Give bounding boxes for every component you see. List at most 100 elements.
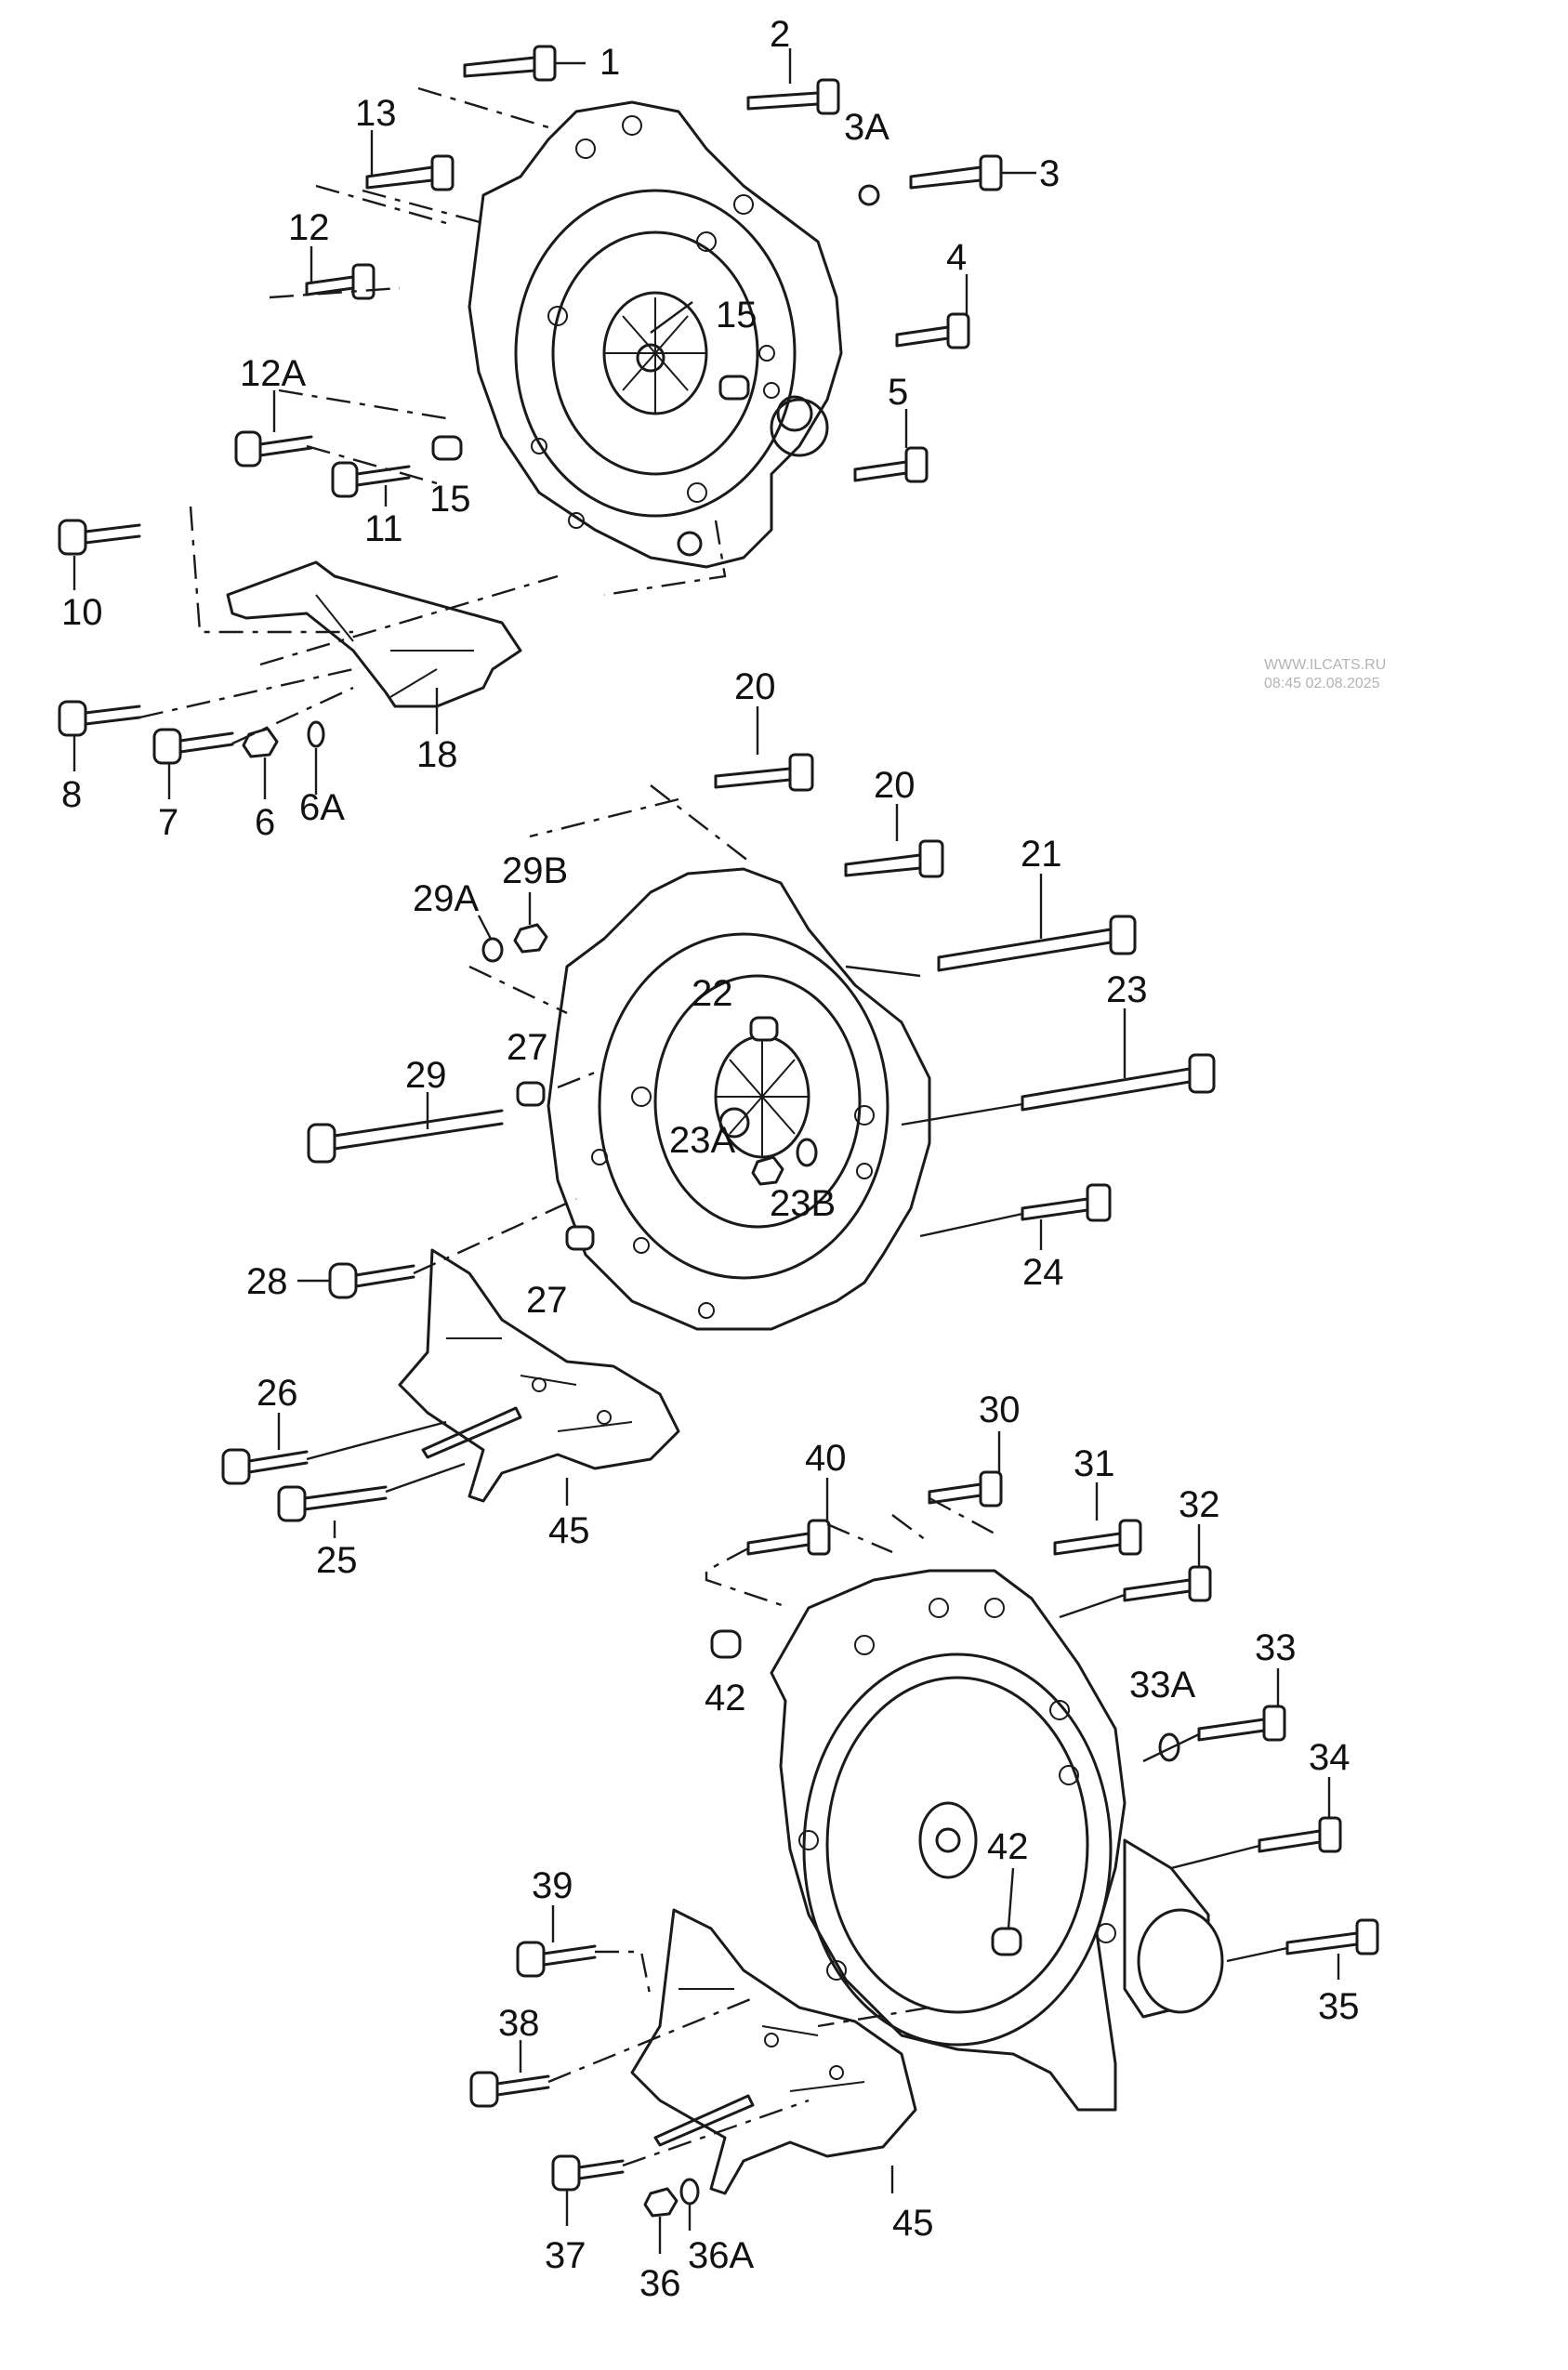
label-21: 21	[1021, 834, 1062, 875]
bracket-18	[226, 560, 522, 708]
shaft-1	[636, 343, 665, 373]
label-8: 8	[61, 774, 82, 815]
label-23A: 23A	[669, 1120, 735, 1161]
watermark-line2: 08:45 02.08.2025	[1264, 676, 1380, 691]
clutch-plate-2	[653, 974, 862, 1229]
label-25: 25	[316, 1540, 358, 1581]
label-7: 7	[158, 802, 178, 843]
housing-assembly-2	[221, 706, 1216, 1538]
label-12: 12	[288, 207, 330, 248]
label-29: 29	[405, 1055, 447, 1096]
washer-33A	[1158, 1732, 1180, 1762]
callout-labels: 1 2 3A 3 4 5 6 6A 7 8 10 11 12 12A 13 15…	[61, 14, 1360, 2304]
label-32: 32	[1179, 1484, 1220, 1525]
label-22: 22	[692, 973, 733, 1014]
dowel-pin-15a	[718, 375, 750, 401]
label-1: 1	[600, 42, 620, 83]
bolt-39	[516, 1905, 597, 1978]
nut-29B	[513, 892, 548, 954]
label-23: 23	[1106, 969, 1148, 1010]
bolt-10	[58, 519, 141, 590]
bolt-5	[853, 409, 929, 483]
bolt-34	[1258, 1777, 1342, 1853]
shaft-3	[935, 1827, 961, 1853]
nut-23A	[751, 1155, 784, 1186]
label-27a: 27	[507, 1027, 548, 1068]
dowel-pin-27b	[565, 1225, 595, 1251]
nut-6	[242, 727, 279, 799]
nut-housing	[677, 531, 703, 557]
label-39: 39	[532, 1865, 573, 1906]
bolt-35	[1285, 1918, 1379, 1980]
bolt-7	[152, 728, 234, 799]
label-23B: 23B	[770, 1183, 836, 1224]
dowel-pin-42b	[991, 1927, 1022, 1956]
label-36: 36	[639, 2263, 681, 2304]
label-20a: 20	[734, 666, 776, 707]
gearbox-housing-2	[547, 867, 931, 1331]
dowel-pin-42a	[710, 1629, 742, 1659]
hub-3	[918, 1801, 978, 1879]
label-6A: 6A	[299, 787, 345, 828]
bolt-26	[221, 1413, 309, 1485]
bolt-4	[895, 274, 970, 349]
shaft-2	[718, 1107, 750, 1139]
bolt-20b	[844, 804, 944, 878]
label-11: 11	[364, 508, 403, 549]
label-38: 38	[498, 2003, 540, 2044]
label-45b: 45	[892, 2203, 934, 2244]
label-26: 26	[257, 1373, 298, 1414]
converter-inner-3	[825, 1676, 1089, 2014]
label-12A: 12A	[240, 353, 306, 394]
gearbox-housing-3	[770, 1569, 1127, 2112]
label-6: 6	[255, 802, 275, 843]
label-45a: 45	[548, 1510, 590, 1551]
washer-23B	[796, 1138, 818, 1167]
label-18: 18	[416, 734, 458, 775]
bolt-2	[746, 48, 840, 115]
label-28: 28	[246, 1261, 288, 1302]
label-29B: 29B	[502, 850, 568, 891]
converter-ring-3	[802, 1652, 1113, 2047]
clutch-plate-1	[551, 230, 759, 476]
housing-assembly-1	[58, 45, 1036, 799]
bolt-28	[297, 1262, 415, 1299]
clutch-ring-2	[598, 932, 889, 1280]
bolt-1	[463, 45, 586, 82]
label-33: 33	[1255, 1627, 1297, 1668]
bolt-40	[746, 1478, 831, 1556]
label-2: 2	[770, 14, 790, 55]
label-3A: 3A	[844, 107, 889, 148]
washer-36A	[679, 2178, 700, 2231]
housing-assembly-3	[469, 1431, 1379, 2254]
washer-29A	[477, 915, 504, 963]
label-34: 34	[1309, 1737, 1351, 1778]
bolt-25	[277, 1485, 388, 1538]
dowel-pin-27a	[516, 1081, 546, 1107]
bolt-38	[469, 2040, 550, 2108]
label-35: 35	[1318, 1986, 1360, 2027]
label-15a: 15	[716, 295, 758, 336]
washer-3A	[858, 184, 880, 206]
bolt-13	[365, 130, 455, 191]
bolt-29	[307, 1092, 504, 1164]
label-29A: 29A	[413, 878, 479, 919]
bolt-11	[331, 461, 411, 507]
label-20b: 20	[874, 765, 916, 806]
nut-36	[643, 2187, 679, 2254]
label-31: 31	[1074, 1443, 1115, 1484]
watermark: WWW.ILCATS.RU 08:45 02.08.2025	[1264, 657, 1386, 691]
bolt-32	[1123, 1524, 1212, 1602]
washer-6A	[307, 720, 325, 795]
label-42b: 42	[987, 1826, 1029, 1867]
bolt-23	[1021, 1008, 1216, 1112]
label-42a: 42	[705, 1678, 746, 1718]
label-36A: 36A	[688, 2235, 754, 2276]
bolt-24	[1021, 1183, 1112, 1250]
bolt-20a	[714, 706, 814, 792]
label-40: 40	[805, 1438, 847, 1479]
label-37: 37	[545, 2235, 586, 2276]
bolt-30	[928, 1431, 1003, 1508]
bracket-45-bottom	[630, 1908, 917, 2195]
